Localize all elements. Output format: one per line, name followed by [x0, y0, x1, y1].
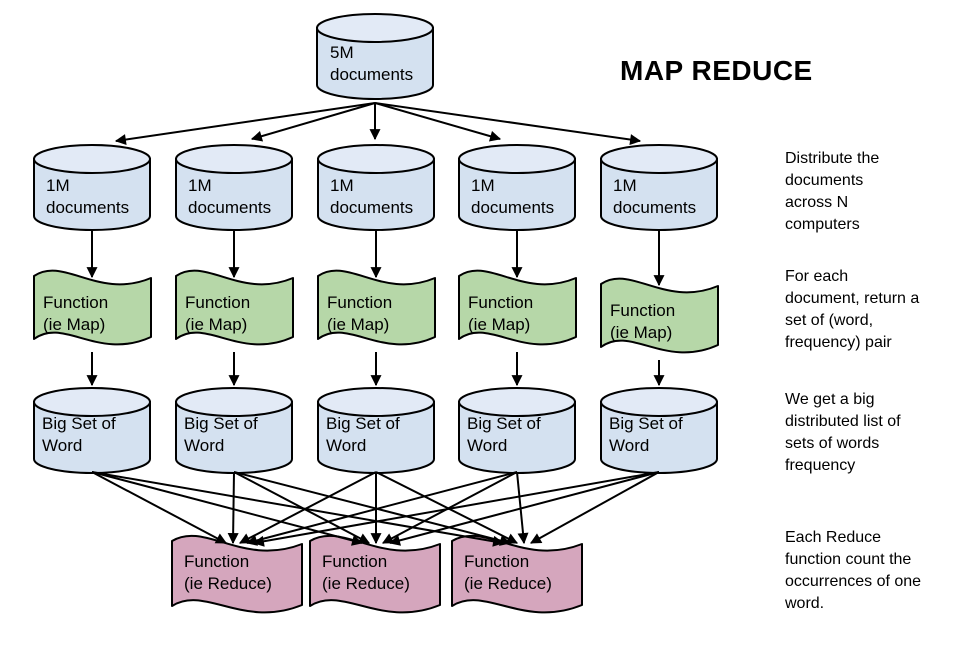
- arrow: [239, 471, 377, 544]
- annotation-wordset-step: We get a big distributed list of sets of…: [785, 391, 901, 474]
- distribute-arrows: [114, 102, 642, 146]
- source-label: 5M documents: [330, 43, 413, 84]
- arrow: [91, 471, 227, 544]
- arrow: [91, 471, 364, 546]
- map-label-1: Function (ie Map): [43, 293, 113, 334]
- shard-label-2: 1M documents: [188, 176, 271, 217]
- map-label-4: Function (ie Map): [468, 293, 538, 334]
- arrow: [233, 471, 512, 546]
- map-label-5: Function (ie Map): [610, 301, 680, 342]
- shuffle-arrows: [91, 471, 660, 547]
- arrow: [382, 471, 518, 544]
- arrow: [388, 471, 660, 546]
- arrow: [252, 471, 660, 547]
- arrow: [227, 471, 239, 545]
- page-title: MAP REDUCE: [620, 55, 813, 86]
- map-label-3: Function (ie Map): [327, 293, 397, 334]
- arrow: [233, 471, 370, 544]
- reduce-label-3: Function (ie Reduce): [464, 552, 552, 593]
- arrow: [374, 102, 502, 142]
- arrow: [91, 471, 505, 547]
- shard-label-3: 1M documents: [330, 176, 413, 217]
- reduce-label-2: Function (ie Reduce): [322, 552, 410, 593]
- arrow: [375, 471, 518, 544]
- shard-label-4: 1M documents: [471, 176, 554, 217]
- wordset-label-2: Big Set of Word: [184, 414, 262, 455]
- map-label-2: Function (ie Map): [185, 293, 255, 334]
- wordset-label-4: Big Set of Word: [467, 414, 545, 455]
- arrow: [250, 102, 376, 142]
- arrow: [374, 102, 642, 146]
- wordset-label-1: Big Set of Word: [42, 414, 120, 455]
- map-output-arrows: [86, 352, 665, 387]
- map-input-arrows: [86, 229, 665, 287]
- arrow: [245, 471, 518, 546]
- arrow: [114, 102, 376, 146]
- arrow: [516, 471, 529, 545]
- shard-label-5: 1M documents: [613, 176, 696, 217]
- wordset-label-3: Big Set of Word: [326, 414, 404, 455]
- shard-label-1: 1M documents: [46, 176, 129, 217]
- annotation-map-step: For each document, return a set of (word…: [785, 268, 920, 351]
- reduce-label-1: Function (ie Reduce): [184, 552, 272, 593]
- annotation-distribute: Distribute the documents across N comput…: [785, 150, 880, 233]
- wordset-label-5: Big Set of Word: [609, 414, 687, 455]
- annotation-reduce-step: Each Reduce function count the occurrenc…: [785, 529, 922, 612]
- arrow: [530, 471, 660, 544]
